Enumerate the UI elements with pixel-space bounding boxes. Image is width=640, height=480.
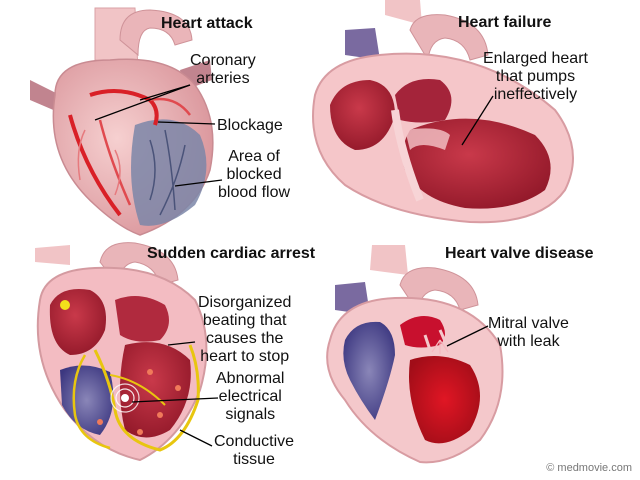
disorganized-beating-label: Disorganized beating that causes the hea…: [198, 294, 292, 365]
abnormal-signals-label: Abnormal electrical signals: [216, 370, 285, 423]
heart-valve-title: Heart valve disease: [445, 245, 594, 262]
heart-valve-illustration: [326, 245, 504, 464]
cardiac-arrest-title: Sudden cardiac arrest: [147, 245, 316, 262]
heart-attack-title: Heart attack: [161, 15, 253, 32]
blocked-area-label: Area of blocked blood flow: [218, 148, 291, 201]
heart-failure-title: Heart failure: [458, 14, 552, 31]
copyright-credit: © medmovie.com: [546, 462, 632, 474]
conductive-tissue-label: Conductive tissue: [214, 433, 295, 468]
blockage-label: Blockage: [217, 117, 283, 134]
coronary-arteries-label: Coronary arteries: [190, 52, 256, 87]
enlarged-heart-label: Enlarged heart that pumps ineffectively: [483, 50, 588, 103]
heart-failure-illustration: [312, 0, 574, 224]
mitral-valve-label: Mitral valve with leak: [488, 315, 569, 350]
cardiac-arrest-illustration: [35, 242, 219, 462]
heart-attack-illustration: [30, 7, 223, 236]
